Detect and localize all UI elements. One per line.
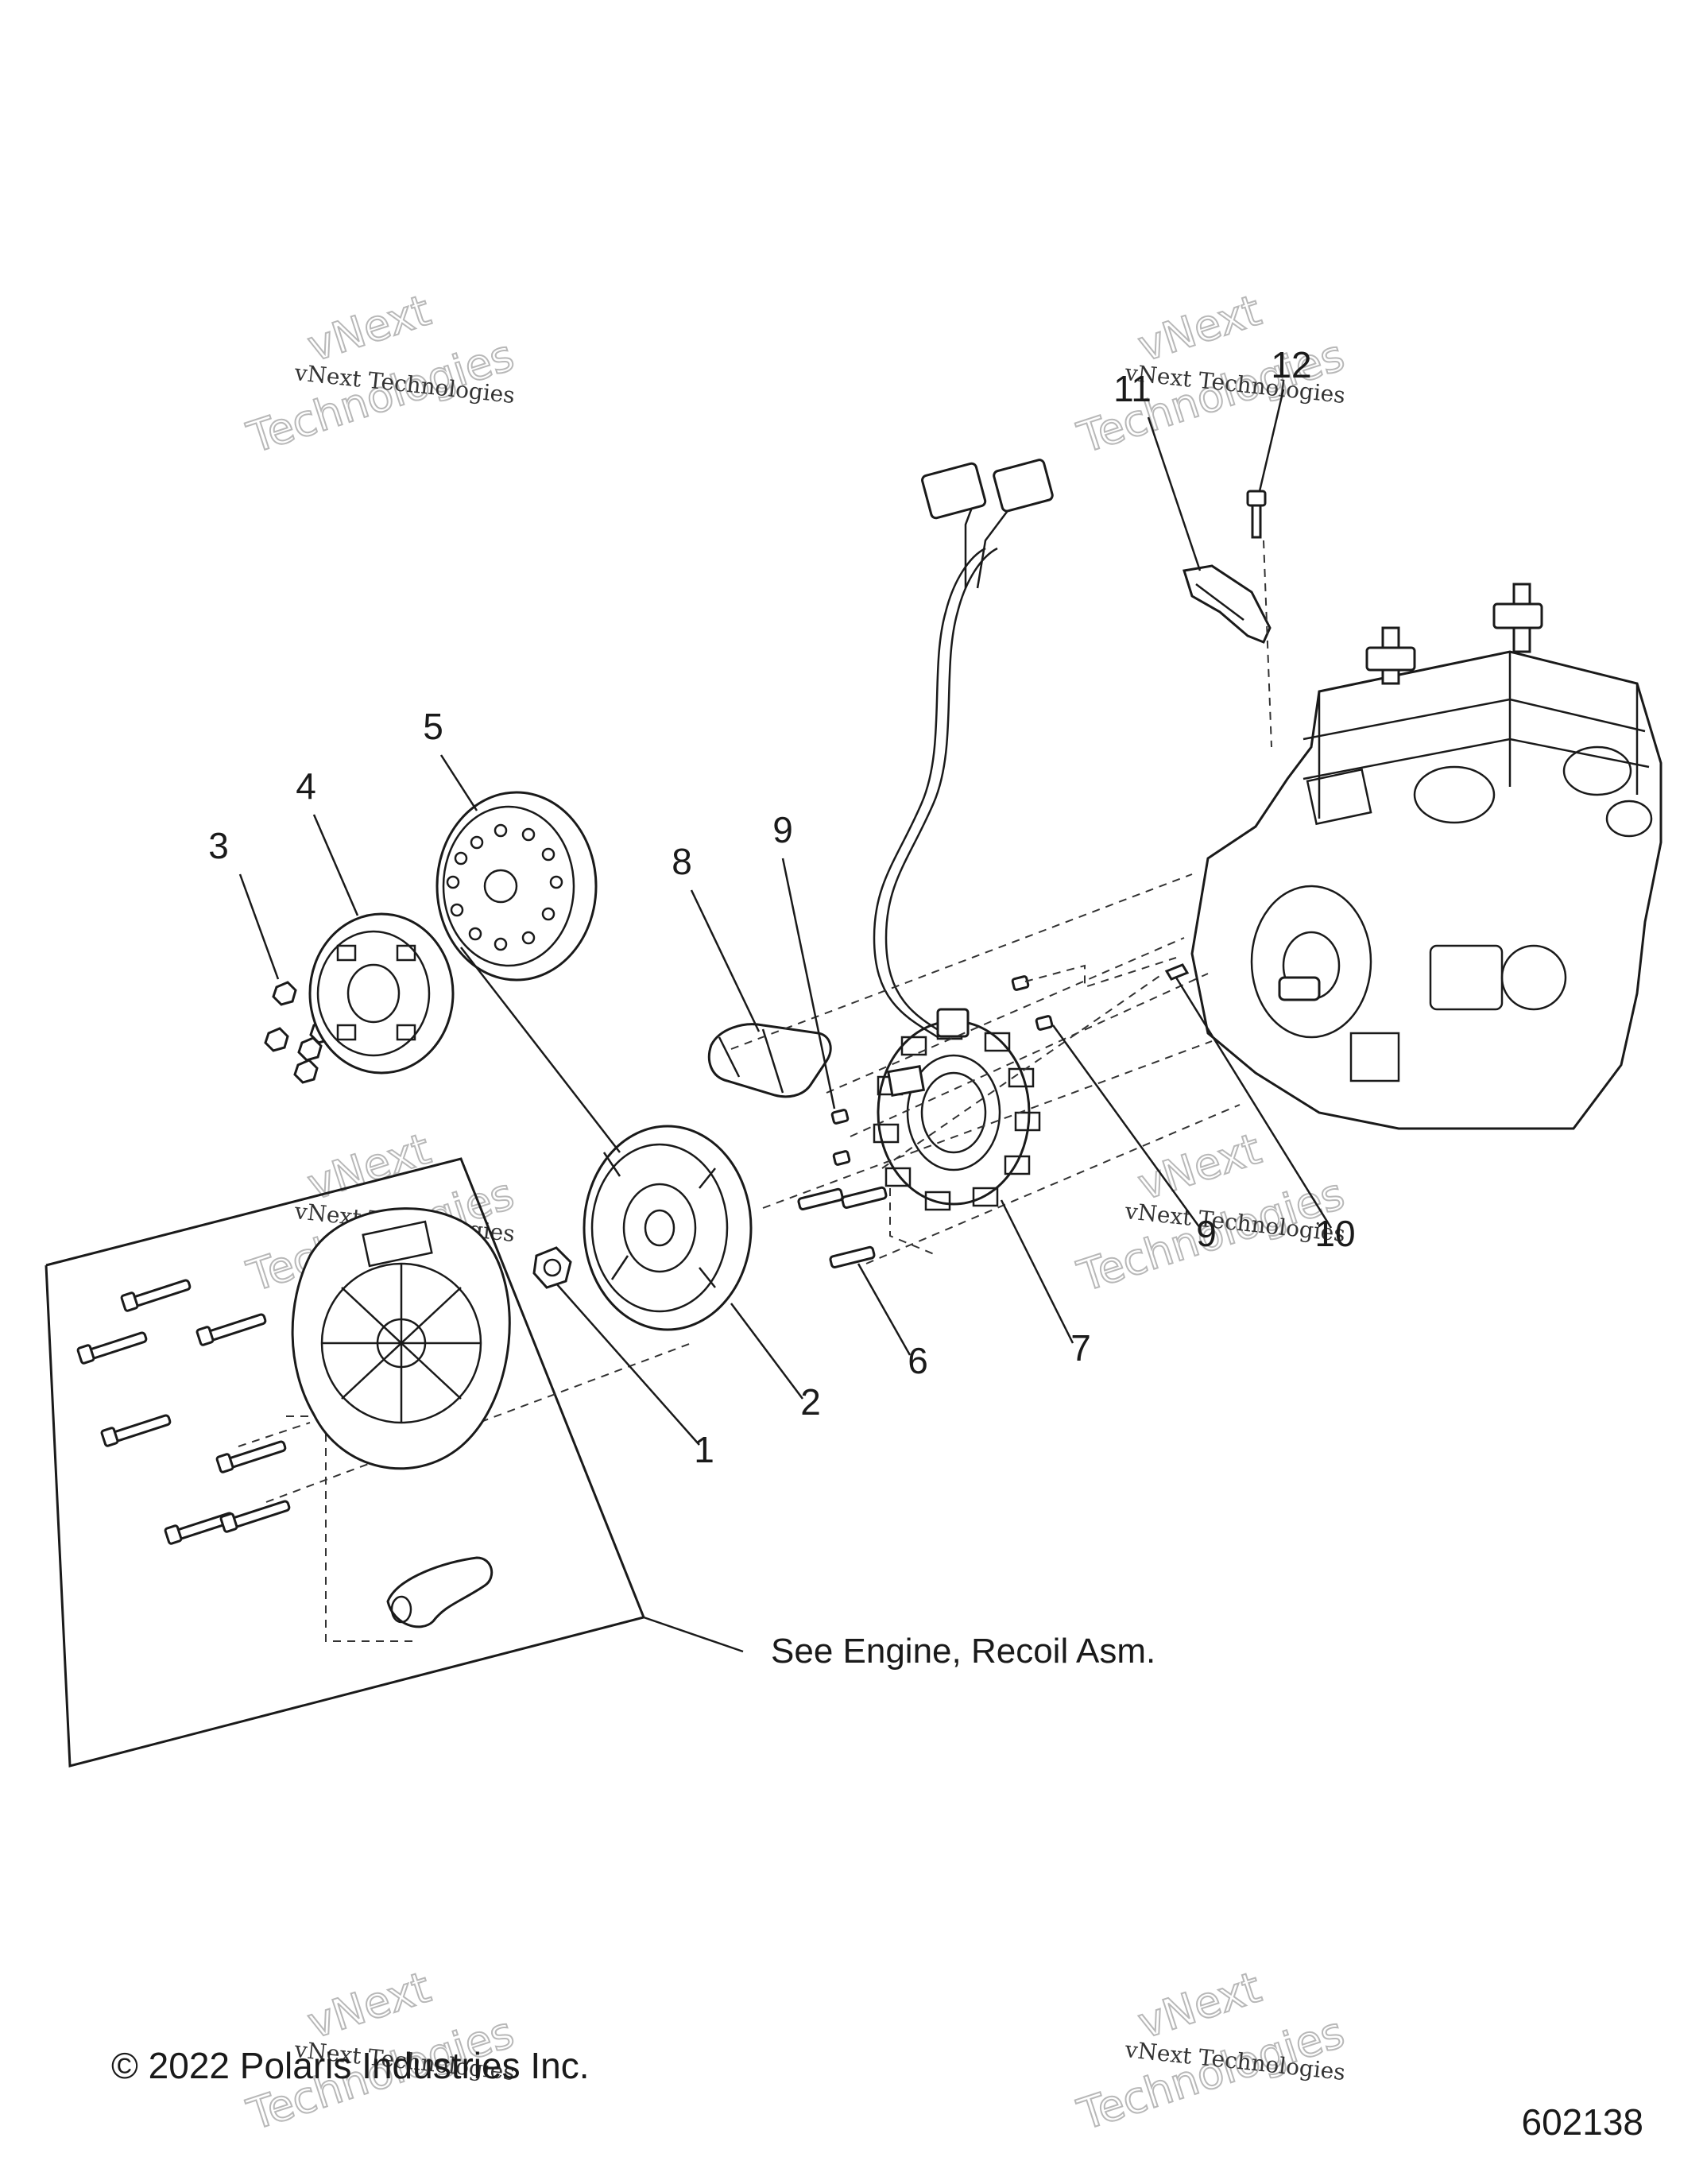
part-4-clutch	[308, 912, 455, 1075]
callout-9-lower: 9	[1196, 1213, 1217, 1254]
part-7-stator	[873, 1020, 1041, 1211]
bolt	[76, 1331, 148, 1365]
engine-block	[1190, 583, 1662, 1130]
bolt	[195, 1313, 267, 1346]
reference-note: See Engine, Recoil Asm.	[771, 1632, 1155, 1671]
part-5-rotor	[435, 791, 598, 982]
callout-1: 1	[694, 1429, 714, 1470]
part-10-key	[1164, 963, 1190, 981]
bolt	[120, 1279, 192, 1312]
callout-7: 7	[1070, 1327, 1091, 1369]
bolt	[100, 1414, 172, 1447]
callout-8: 8	[672, 841, 692, 882]
callout-5: 5	[423, 706, 443, 747]
callout-12: 12	[1271, 344, 1311, 385]
part-8-bracket	[707, 1023, 832, 1098]
part-12-bolt	[1246, 490, 1272, 748]
callout-11: 11	[1113, 368, 1152, 409]
stator-harness	[873, 459, 1054, 1039]
part-9-screws	[830, 975, 1054, 1166]
figure-number: 602138	[1522, 2101, 1644, 2143]
callout-6: 6	[908, 1340, 928, 1381]
callout-4: 4	[296, 765, 316, 807]
callout-10: 10	[1314, 1213, 1355, 1254]
callout-2: 2	[800, 1381, 821, 1423]
copyright-text: © 2022 Polaris Industries Inc.	[111, 2045, 590, 2086]
recoil-handle	[386, 1556, 494, 1628]
recoil-cover	[291, 1207, 511, 1470]
leader-lines	[238, 389, 1333, 1446]
watermark-top-left: vNext Technologies vNext Technologies	[241, 285, 521, 464]
callout-9-upper: 9	[772, 809, 793, 850]
recoil-reference-box	[45, 1157, 744, 1768]
callout-labels: 1 2 3 4 5 6 7 8 9 9 10 11 12	[208, 344, 1355, 1470]
assembly-lines	[730, 873, 1241, 1264]
part-11-sensor	[1183, 564, 1272, 644]
part-1-nut	[532, 1246, 572, 1289]
part-6-bolts	[797, 1186, 888, 1268]
watermark-bottom-right: vNext Technologies vNext Technologies	[1071, 1961, 1351, 2141]
recoil-bolts	[76, 1279, 291, 1545]
callout-3: 3	[208, 825, 229, 866]
bolt	[215, 1440, 287, 1473]
part-2-flywheel	[583, 1125, 753, 1331]
bolt	[219, 1500, 291, 1533]
